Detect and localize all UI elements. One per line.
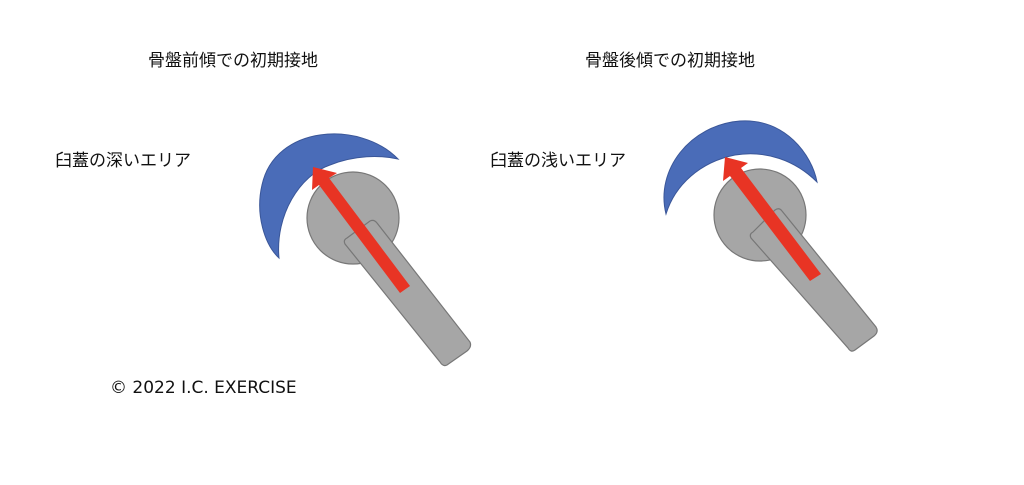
copyright: © 2022 I.C. EXERCISE — [110, 378, 297, 398]
label-shallow-area: 臼蓋の浅いエリア — [490, 151, 626, 171]
acetabulum-crescent — [663, 120, 818, 216]
panel-anterior-tilt — [259, 133, 472, 367]
force-arrow — [723, 157, 821, 281]
panel-title-anterior: 骨盤前傾での初期接地 — [148, 51, 318, 71]
acetabulum-crescent — [259, 133, 400, 260]
force-arrow — [312, 167, 410, 293]
femur-shaft — [749, 208, 878, 352]
label-deep-area: 臼蓋の深いエリア — [55, 151, 191, 171]
panel-posterior-tilt — [663, 120, 878, 352]
panel-title-posterior: 骨盤後傾での初期接地 — [585, 51, 755, 71]
